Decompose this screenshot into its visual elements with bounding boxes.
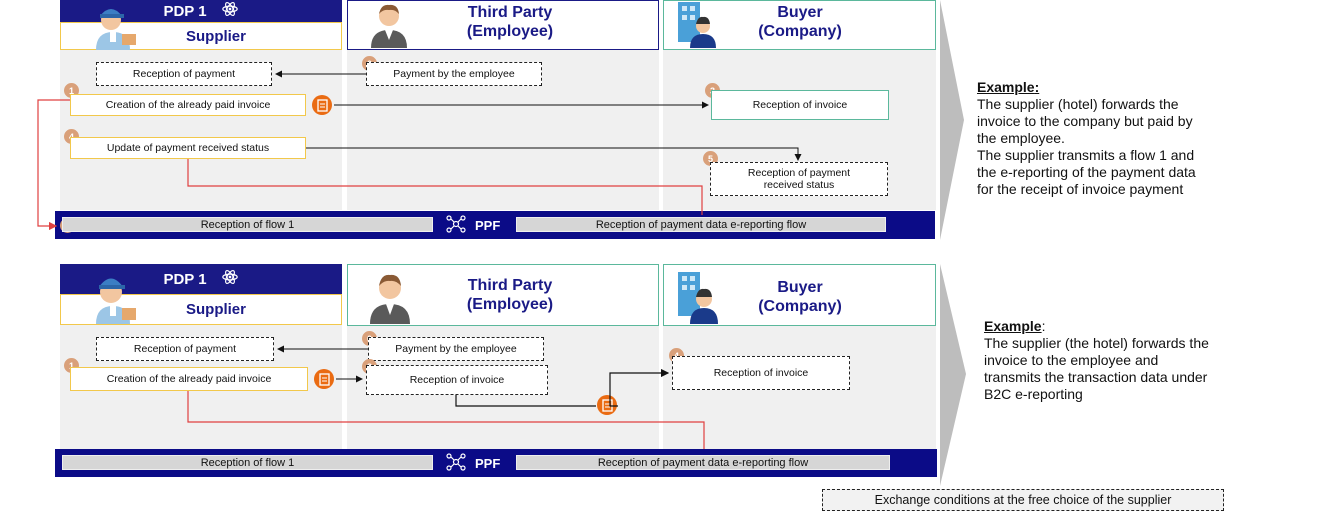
top-example-text: Example: The supplier (hotel) forwards t… xyxy=(977,79,1196,197)
ppf-network-icon xyxy=(445,214,467,237)
bottom-third-party-title: Third Party (Employee) xyxy=(466,277,554,313)
bottom-pdp-title: PDP 1 xyxy=(163,270,207,288)
top-reception-invoice-box: Reception of invoice xyxy=(711,90,889,120)
document-icon xyxy=(314,369,334,389)
employee-avatar-icon xyxy=(365,268,415,324)
top-pdp-title: PDP 1 xyxy=(163,2,207,20)
bottom-creation-invoice-box: Creation of the already paid invoice xyxy=(70,367,308,391)
atom-icon xyxy=(221,268,239,290)
top-reception-payment-status-box: Reception of payment received status xyxy=(710,162,888,196)
top-creation-invoice-box: Creation of the already paid invoice xyxy=(70,94,306,116)
top-supplier-label: Supplier xyxy=(185,27,246,45)
bottom-connectors xyxy=(187,345,705,449)
buyer-avatar-icon xyxy=(676,0,718,48)
bottom-reception-invoice-employee-box: Reception of invoice xyxy=(366,365,548,395)
bottom-supplier-label: Supplier xyxy=(185,301,246,318)
top-third-party-title: Third Party (Employee) xyxy=(466,4,554,40)
top-buyer-title: Buyer (Company) xyxy=(758,4,842,40)
top-connectors xyxy=(37,70,802,231)
top-update-status-box: Update of payment received status xyxy=(70,137,306,159)
bottom-example-text: Example: The supplier (the hotel) forwar… xyxy=(984,318,1209,402)
bottom-reception-of-payment-box: Reception of payment xyxy=(96,337,274,361)
bottom-reception-flow1-box: Reception of flow 1 xyxy=(62,455,433,470)
bottom-payment-by-employee-box: Payment by the employee xyxy=(368,337,544,361)
bottom-buyer-title: Buyer (Company) xyxy=(758,279,842,315)
buyer-avatar-icon xyxy=(676,270,720,324)
top-ppf-label: PPF xyxy=(445,213,500,237)
bottom-ppf-label: PPF xyxy=(445,451,500,475)
document-icon xyxy=(312,95,332,115)
employee-avatar-icon xyxy=(365,0,413,48)
bottom-chevron xyxy=(940,264,966,486)
legend-exchange-conditions: Exchange conditions at the free choice o… xyxy=(822,489,1224,511)
top-payment-by-employee-box: Payment by the employee xyxy=(366,62,542,86)
supplier-avatar-icon xyxy=(86,268,140,324)
supplier-avatar-icon xyxy=(86,0,140,50)
ppf-network-icon xyxy=(445,452,467,475)
top-pdp-header: PDP 1 xyxy=(60,0,342,22)
top-reception-ereporting-box: Reception of payment data e-reporting fl… xyxy=(516,217,886,232)
top-reception-flow1-box: Reception of flow 1 xyxy=(62,217,433,232)
document-icon xyxy=(597,395,617,415)
bottom-reception-ereporting-box: Reception of payment data e-reporting fl… xyxy=(516,455,890,470)
bottom-reception-invoice-buyer-box: Reception of invoice xyxy=(672,356,850,390)
atom-icon xyxy=(221,0,239,22)
top-reception-of-payment-box: Reception of payment xyxy=(96,62,272,86)
top-chevron xyxy=(940,0,964,240)
